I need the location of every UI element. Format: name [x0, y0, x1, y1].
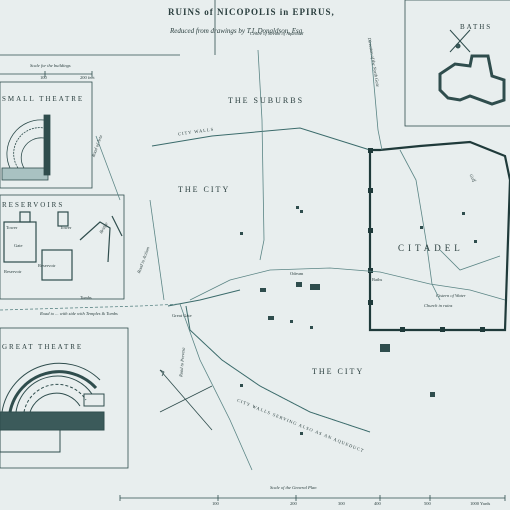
reservoir-gate-label: Gate	[14, 243, 23, 248]
reservoirs-plan	[3, 211, 123, 281]
great-theatre-plan	[0, 362, 105, 453]
roads	[0, 39, 506, 471]
tombs-label: Tombs	[80, 295, 92, 300]
great-theatre-frame	[0, 327, 129, 469]
small-theatre-plan	[1, 114, 51, 181]
inset-small-theatre: SMALL THEATRE	[2, 95, 85, 103]
church-label: Church in ruins	[424, 303, 453, 308]
inset-baths: BATHS	[460, 23, 493, 31]
scale-tick: 100	[212, 501, 219, 506]
scale-tick: 200	[290, 501, 297, 506]
reservoir-tower-label: Tower	[60, 225, 72, 230]
reservoir-tower-label: Tower	[6, 225, 18, 230]
reservoir-label: Reservoir	[4, 269, 22, 274]
ruin-markers	[240, 206, 477, 435]
scale-tick: 1000 Yards	[470, 501, 491, 506]
city-label-north: THE CITY	[178, 185, 231, 194]
map-title: RUINS of NICOPOLIS in EPIRUS,	[168, 7, 335, 17]
suburbs-label: THE SUBURBS	[228, 96, 305, 105]
map-subtitle: Reduced from drawings by T.L.Donaldson, …	[170, 27, 304, 35]
scale-caption: Scale of the General Plan	[270, 485, 317, 490]
scale-top-tick: 200 feet	[80, 75, 95, 80]
cistern-label: Cistern of Water	[436, 293, 466, 298]
citadel-towers	[368, 148, 485, 332]
baths-frame	[404, 0, 510, 127]
scale-bars	[0, 71, 506, 501]
citadel-walls	[368, 140, 510, 332]
scale-tick: 500	[424, 501, 431, 506]
scale-top-caption: Scale for the buildings	[30, 63, 71, 68]
citadel-label: CITADEL	[398, 243, 464, 253]
small-theatre-frame	[0, 81, 93, 189]
reservoir-label: Reservoir	[38, 263, 56, 268]
compass	[159, 369, 213, 431]
great-gate-label: Great Gate	[172, 313, 192, 318]
city-walls	[151, 127, 371, 433]
road-tombs-label: Road to ... with side with Temples & Tom…	[40, 311, 118, 316]
scale-tick: 400	[374, 501, 381, 506]
baths-small-label: Baths	[372, 277, 383, 282]
reservoirs-frame	[0, 194, 125, 300]
city-label-south: THE CITY	[312, 367, 365, 376]
inset-reservoirs: RESERVOIRS	[2, 201, 65, 209]
odeum-label: Odeum	[290, 271, 304, 276]
stream-label: Centre of Stream of Aqueduct	[250, 31, 304, 36]
baths-plan	[438, 29, 506, 106]
scale-tick: 300	[338, 501, 345, 506]
inset-great-theatre: GREAT THEATRE	[2, 343, 84, 351]
scale-top-tick: 100	[40, 75, 47, 80]
